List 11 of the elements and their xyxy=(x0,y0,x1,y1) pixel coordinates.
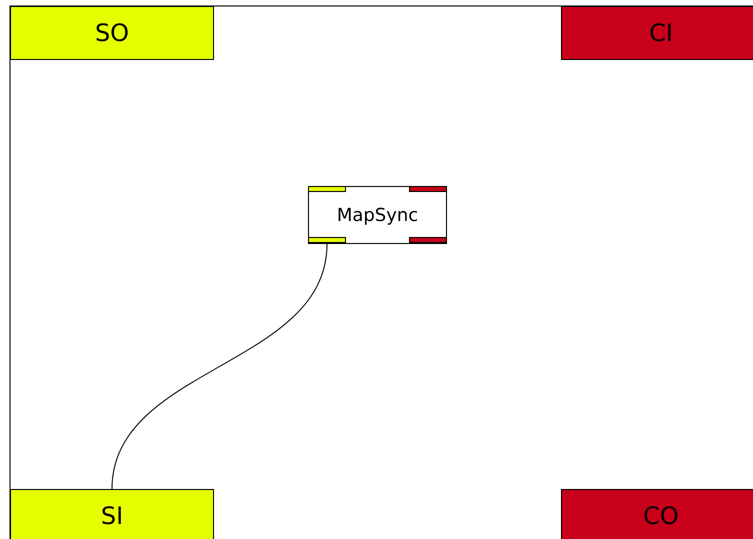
connector xyxy=(112,244,328,490)
node-label: CO xyxy=(643,502,679,530)
node-label: SI xyxy=(100,502,124,530)
module-box xyxy=(308,186,447,244)
node-label: MapSync xyxy=(336,204,418,226)
port-box xyxy=(561,6,753,60)
node-label: CI xyxy=(649,19,673,47)
node-label: SO xyxy=(94,19,130,47)
port-box xyxy=(10,6,214,60)
port-box xyxy=(561,489,753,539)
port-box xyxy=(10,489,214,539)
